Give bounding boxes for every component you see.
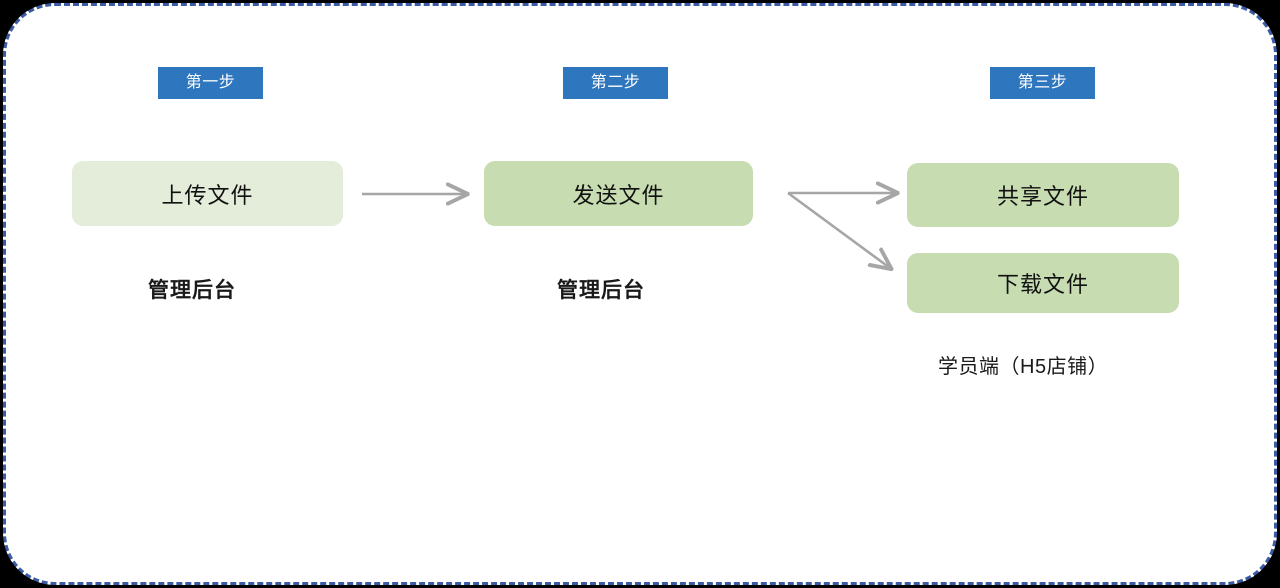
caption-admin-backend-2: 管理后台 [557, 279, 645, 302]
step-badge-2: 第二步 [563, 67, 668, 99]
step-badge-1: 第一步 [158, 67, 263, 99]
process-box-share: 共享文件 [907, 163, 1179, 227]
caption-student-client: 学员端（H5店铺） [938, 356, 1109, 378]
process-box-send: 发送文件 [484, 161, 753, 226]
arrow-send-to-download [787, 191, 890, 268]
process-box-upload: 上传文件 [72, 161, 343, 226]
process-box-download: 下载文件 [907, 253, 1179, 313]
caption-admin-backend-1: 管理后台 [148, 279, 236, 302]
step-badge-3: 第三步 [990, 67, 1095, 99]
